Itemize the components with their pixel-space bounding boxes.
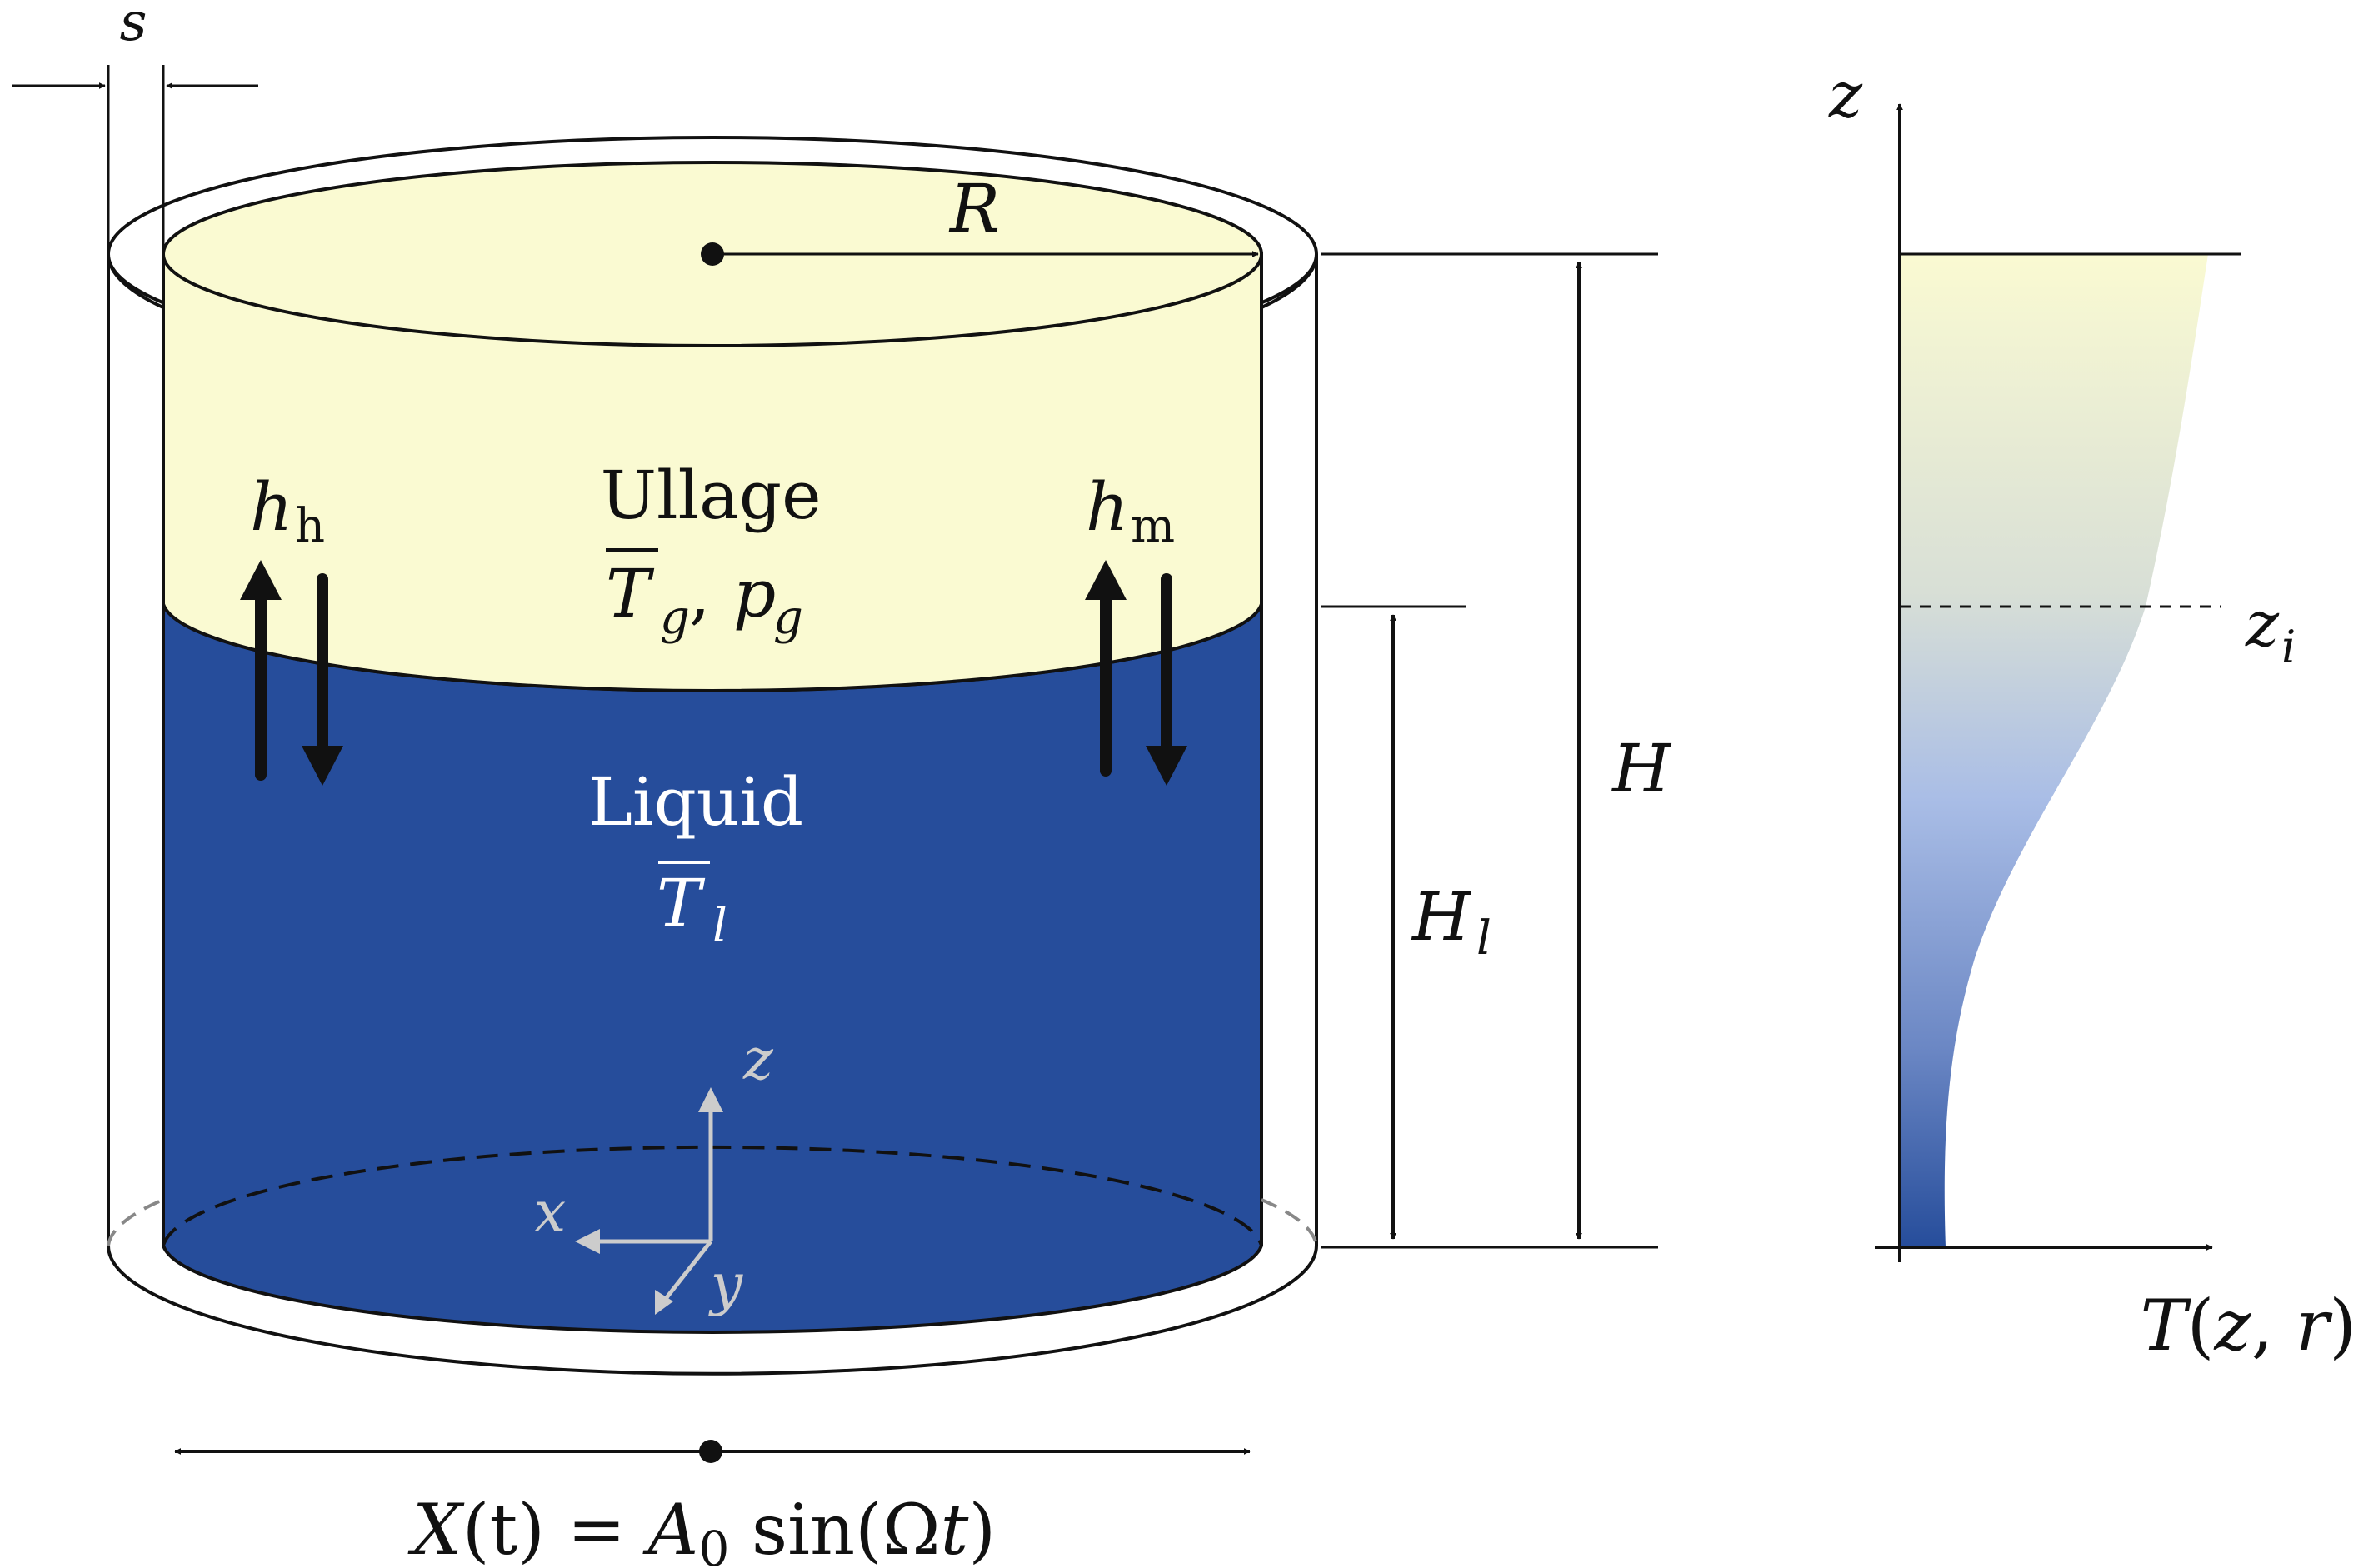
- mass-coefficient-subscript: m: [1131, 499, 1175, 553]
- ullage-state-label: T g , p g: [606, 548, 803, 645]
- wall-thickness-label: s: [120, 0, 147, 53]
- outer-bottom-back-dashed-right: [1261, 1198, 1318, 1246]
- coordinate-axes: z x y: [534, 1027, 774, 1318]
- height-dimension-H: H: [1321, 252, 1672, 1249]
- radius-label: R: [948, 170, 1000, 247]
- axis-y-label: y: [708, 1252, 744, 1318]
- height-H-label: H: [1611, 730, 1672, 807]
- ullage-comma: ,: [689, 555, 710, 632]
- heat-transfer-arrows: h h: [240, 468, 343, 786]
- radius-dimension: R: [701, 170, 1259, 266]
- height-dimension-Hl: H l: [1321, 605, 1491, 1240]
- wall-thickness-dimension: s: [12, 0, 258, 254]
- height-Hl-subscript: l: [1476, 911, 1491, 966]
- axis-z-label: z: [742, 1027, 774, 1093]
- excitation-motion: X(t) = A0 sin(Ωt): [174, 1440, 1251, 1568]
- mass-coefficient-symbol: h: [1086, 468, 1129, 546]
- heat-coefficient-subscript: h: [295, 499, 325, 553]
- height-Hl-symbol: H: [1411, 878, 1472, 956]
- ullage-label: Ullage: [601, 457, 822, 534]
- mass-transfer-arrows: h m: [1085, 468, 1187, 786]
- temperature-profile-fill: [1900, 254, 2208, 1247]
- ullage-region: [162, 252, 1263, 692]
- liquid-state-label: T l: [657, 861, 727, 953]
- liquid-label: Liquid: [588, 763, 803, 841]
- ullage-pressure-subscript: g: [773, 591, 803, 645]
- profile-interface-subscript: i: [2281, 621, 2296, 673]
- profile-interface-symbol: z: [2245, 587, 2280, 661]
- tank: s R Ullage T g , p g Liquid T l: [12, 0, 1672, 1568]
- heat-coefficient-symbol: h: [250, 468, 293, 546]
- temperature-profile-plot: z z i T(z, r): [1828, 57, 2356, 1366]
- profile-temperature-axis-label: T(z, r): [2141, 1285, 2356, 1366]
- ullage-temperature-symbol: T: [606, 555, 655, 632]
- liquid-temperature-subscript: l: [712, 899, 727, 953]
- liquid-temperature-symbol: T: [657, 865, 706, 942]
- ullage-pressure-symbol: p: [733, 555, 776, 632]
- excitation-equation: X(t) = A0 sin(Ωt): [407, 1489, 996, 1568]
- outer-bottom-back-dashed: [107, 1198, 164, 1246]
- axis-x-label: x: [534, 1180, 566, 1246]
- profile-z-axis-label: z: [1828, 57, 1863, 132]
- ullage-temperature-subscript: g: [660, 591, 690, 645]
